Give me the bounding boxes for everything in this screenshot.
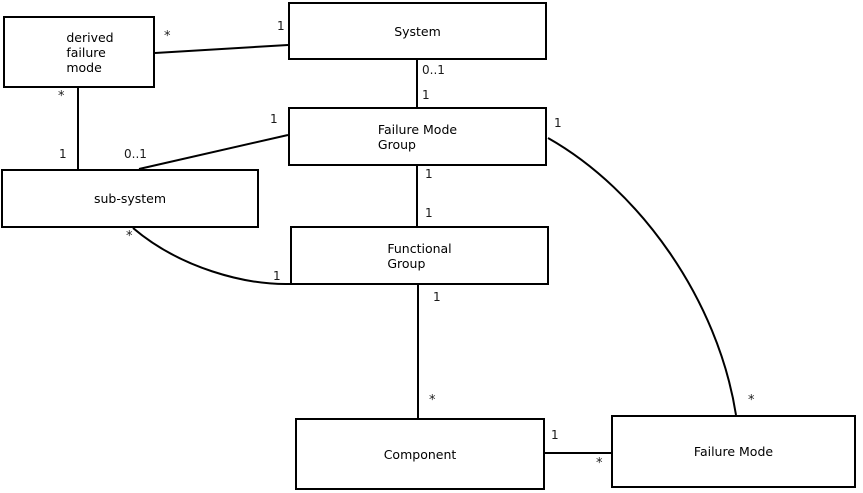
multiplicity-m-component-fm-one: 1 [551,428,559,442]
class-box-system[interactable]: System [288,2,547,60]
multiplicity-m-derived-sub-one: 1 [59,147,67,161]
multiplicity-m-fg-sub-one: 1 [273,269,281,283]
association-subsystem-to-functionalgroup [132,227,291,286]
class-box-component[interactable]: Component [295,418,545,490]
association-derived-to-system [154,44,289,54]
multiplicity-m-sub-fg-star: * [126,229,133,244]
multiplicity-m-derived-sub-star: * [58,89,65,104]
multiplicity-m-fg-component-star: * [429,393,436,408]
multiplicity-m-fmgroup-sub-one: 1 [270,112,278,126]
class-box-derived-failure-mode[interactable]: derived failure mode [3,16,155,88]
association-fmgroup-to-failuremode [547,137,737,416]
class-label-derived-failure-mode: derived failure mode [66,29,114,75]
class-box-sub-system[interactable]: sub-system [1,169,259,228]
class-box-failure-mode[interactable]: Failure Mode [611,415,856,488]
class-label-system: System [394,23,441,39]
multiplicity-m-component-fm-star: * [596,456,603,471]
multiplicity-m-derived-system-star: * [164,29,171,44]
multiplicity-m-system-fmgroup-one: 1 [422,88,430,102]
class-label-functional-group: Functional Group [387,240,452,271]
multiplicity-m-system-fmgroup-zeroone: 0..1 [422,63,445,77]
association-subsystem-to-fmgroup [138,134,289,170]
class-label-sub-system: sub-system [93,191,167,206]
multiplicity-m-fmgroup-fg-one-bottom: 1 [425,206,433,220]
class-label-failure-mode-group: Failure Mode Group [377,121,458,152]
multiplicity-m-fm-curve-star: * [748,393,755,408]
multiplicity-m-sub-fmgroup-zeroone: 0..1 [124,147,147,161]
multiplicity-m-fmgroup-fg-one-top: 1 [425,167,433,181]
multiplicity-m-system-derived-one: 1 [277,19,285,33]
class-box-failure-mode-group[interactable]: Failure Mode Group [288,107,547,166]
class-label-component: Component [383,446,457,462]
multiplicity-m-fmgroup-fm-one: 1 [554,116,562,130]
multiplicity-m-fg-component-one: 1 [433,290,441,304]
class-box-functional-group[interactable]: Functional Group [290,226,549,285]
class-label-failure-mode: Failure Mode [693,444,774,459]
